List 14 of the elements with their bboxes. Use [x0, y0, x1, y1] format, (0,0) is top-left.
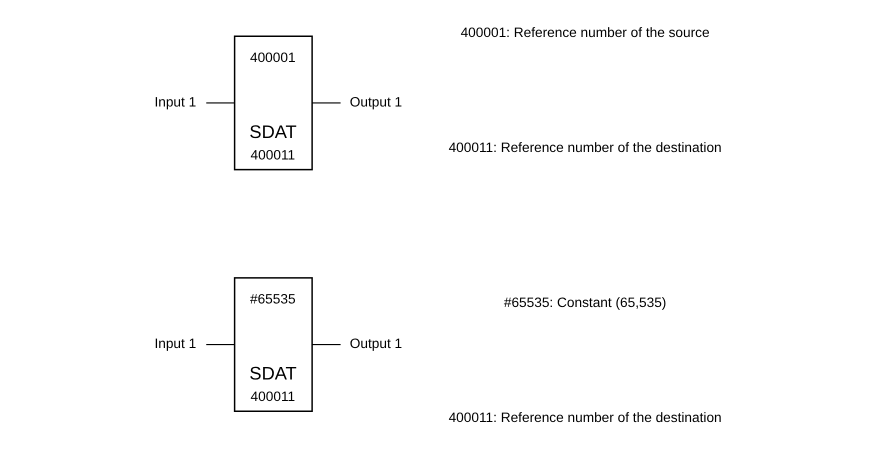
node-box: #65535 SDAT 400011: [233, 277, 312, 412]
label: 400011: Reference number of the destination: [448, 410, 722, 426]
node-box: 400001 SDAT 400011: [233, 35, 312, 170]
node-text: Input 1: [154, 94, 196, 110]
node-text: Output 1: [349, 94, 402, 110]
label: 400011: Reference number of the destination: [448, 140, 722, 156]
label: 400001: Reference number of the source: [460, 24, 710, 40]
node-text: Input 1: [154, 336, 196, 352]
connector: [312, 344, 340, 346]
connector: [206, 344, 234, 346]
label: #65535: Constant (65,535): [503, 295, 666, 310]
connector: [206, 102, 234, 104]
node-text: Output 1: [349, 336, 402, 352]
connector: [312, 102, 340, 104]
